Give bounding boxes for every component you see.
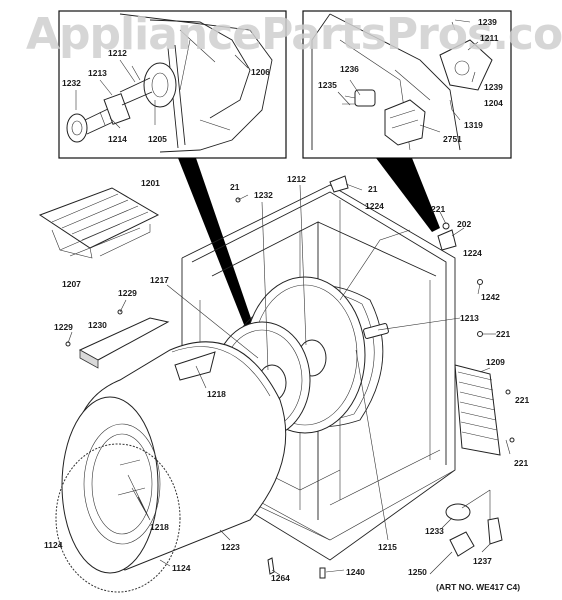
callout-1211: 1211 [480, 33, 499, 43]
callout-221: 221 [515, 395, 529, 405]
callout-221: 221 [496, 329, 510, 339]
callout-labels: 1212 1213 1232 1214 1205 1206 1239 1211 … [44, 17, 529, 592]
callout-1213: 1213 [460, 313, 479, 323]
thermostat-kit-1233-1237 [445, 503, 503, 557]
callout-1224: 1224 [365, 201, 384, 211]
callout-1264: 1264 [271, 573, 290, 583]
callout-1242: 1242 [481, 292, 500, 302]
callout-2751: 2751 [443, 134, 462, 144]
inset-left-rear-bearing [58, 10, 287, 159]
callout-1236: 1236 [340, 64, 359, 74]
callout-1224: 1224 [463, 248, 482, 258]
callout-1229: 1229 [54, 322, 73, 332]
callout-1239: 1239 [484, 82, 503, 92]
callout-1229: 1229 [118, 288, 137, 298]
callout-1209: 1209 [486, 357, 505, 367]
callout-1235: 1235 [318, 80, 337, 90]
callout-202: 202 [457, 219, 471, 229]
callout-1240: 1240 [346, 567, 365, 577]
callout-21: 21 [230, 182, 240, 192]
callout-1218: 1218 [150, 522, 169, 532]
watermark: AppliancePartsPros.com [26, 9, 562, 60]
callout-1233: 1233 [425, 526, 444, 536]
callout-221: 221 [431, 204, 445, 214]
callout-1215: 1215 [378, 542, 397, 552]
callout-1212: 1212 [108, 48, 127, 58]
callout-1237: 1237 [473, 556, 492, 566]
callout-1214: 1214 [108, 134, 127, 144]
lint-duct-1230 [78, 317, 170, 369]
callout-1205: 1205 [148, 134, 167, 144]
callout-1223: 1223 [221, 542, 240, 552]
callout-1124: 1124 [172, 563, 191, 573]
callout-1239: 1239 [478, 17, 497, 27]
callout-21: 21 [368, 184, 378, 194]
callout-221: 221 [514, 458, 528, 468]
callout-1232: 1232 [62, 78, 81, 88]
callout-1212: 1212 [287, 174, 306, 184]
inset-pointer-right [376, 158, 440, 232]
rear-vent-grille-1209 [454, 364, 501, 456]
callout-1206: 1206 [251, 67, 270, 77]
inset-right-motor-switch [302, 10, 512, 159]
callout-1250: 1250 [408, 567, 427, 577]
leader-lines [67, 19, 511, 576]
dryer-drum [55, 341, 287, 593]
callout-1213: 1213 [88, 68, 107, 78]
drying-rack [38, 187, 160, 259]
callout-1217: 1217 [150, 275, 169, 285]
inset-pointer-left [178, 158, 268, 370]
callout-1204: 1204 [484, 98, 503, 108]
callout-1207: 1207 [62, 279, 81, 289]
callout-1218: 1218 [207, 389, 226, 399]
top-brackets [329, 175, 457, 251]
art-number: (ART NO. WE417 C4) [436, 582, 520, 592]
callout-1124: 1124 [44, 540, 63, 550]
callout-1201: 1201 [141, 178, 160, 188]
callout-1319: 1319 [464, 120, 483, 130]
callout-1232: 1232 [254, 190, 273, 200]
callout-1230: 1230 [88, 320, 107, 330]
